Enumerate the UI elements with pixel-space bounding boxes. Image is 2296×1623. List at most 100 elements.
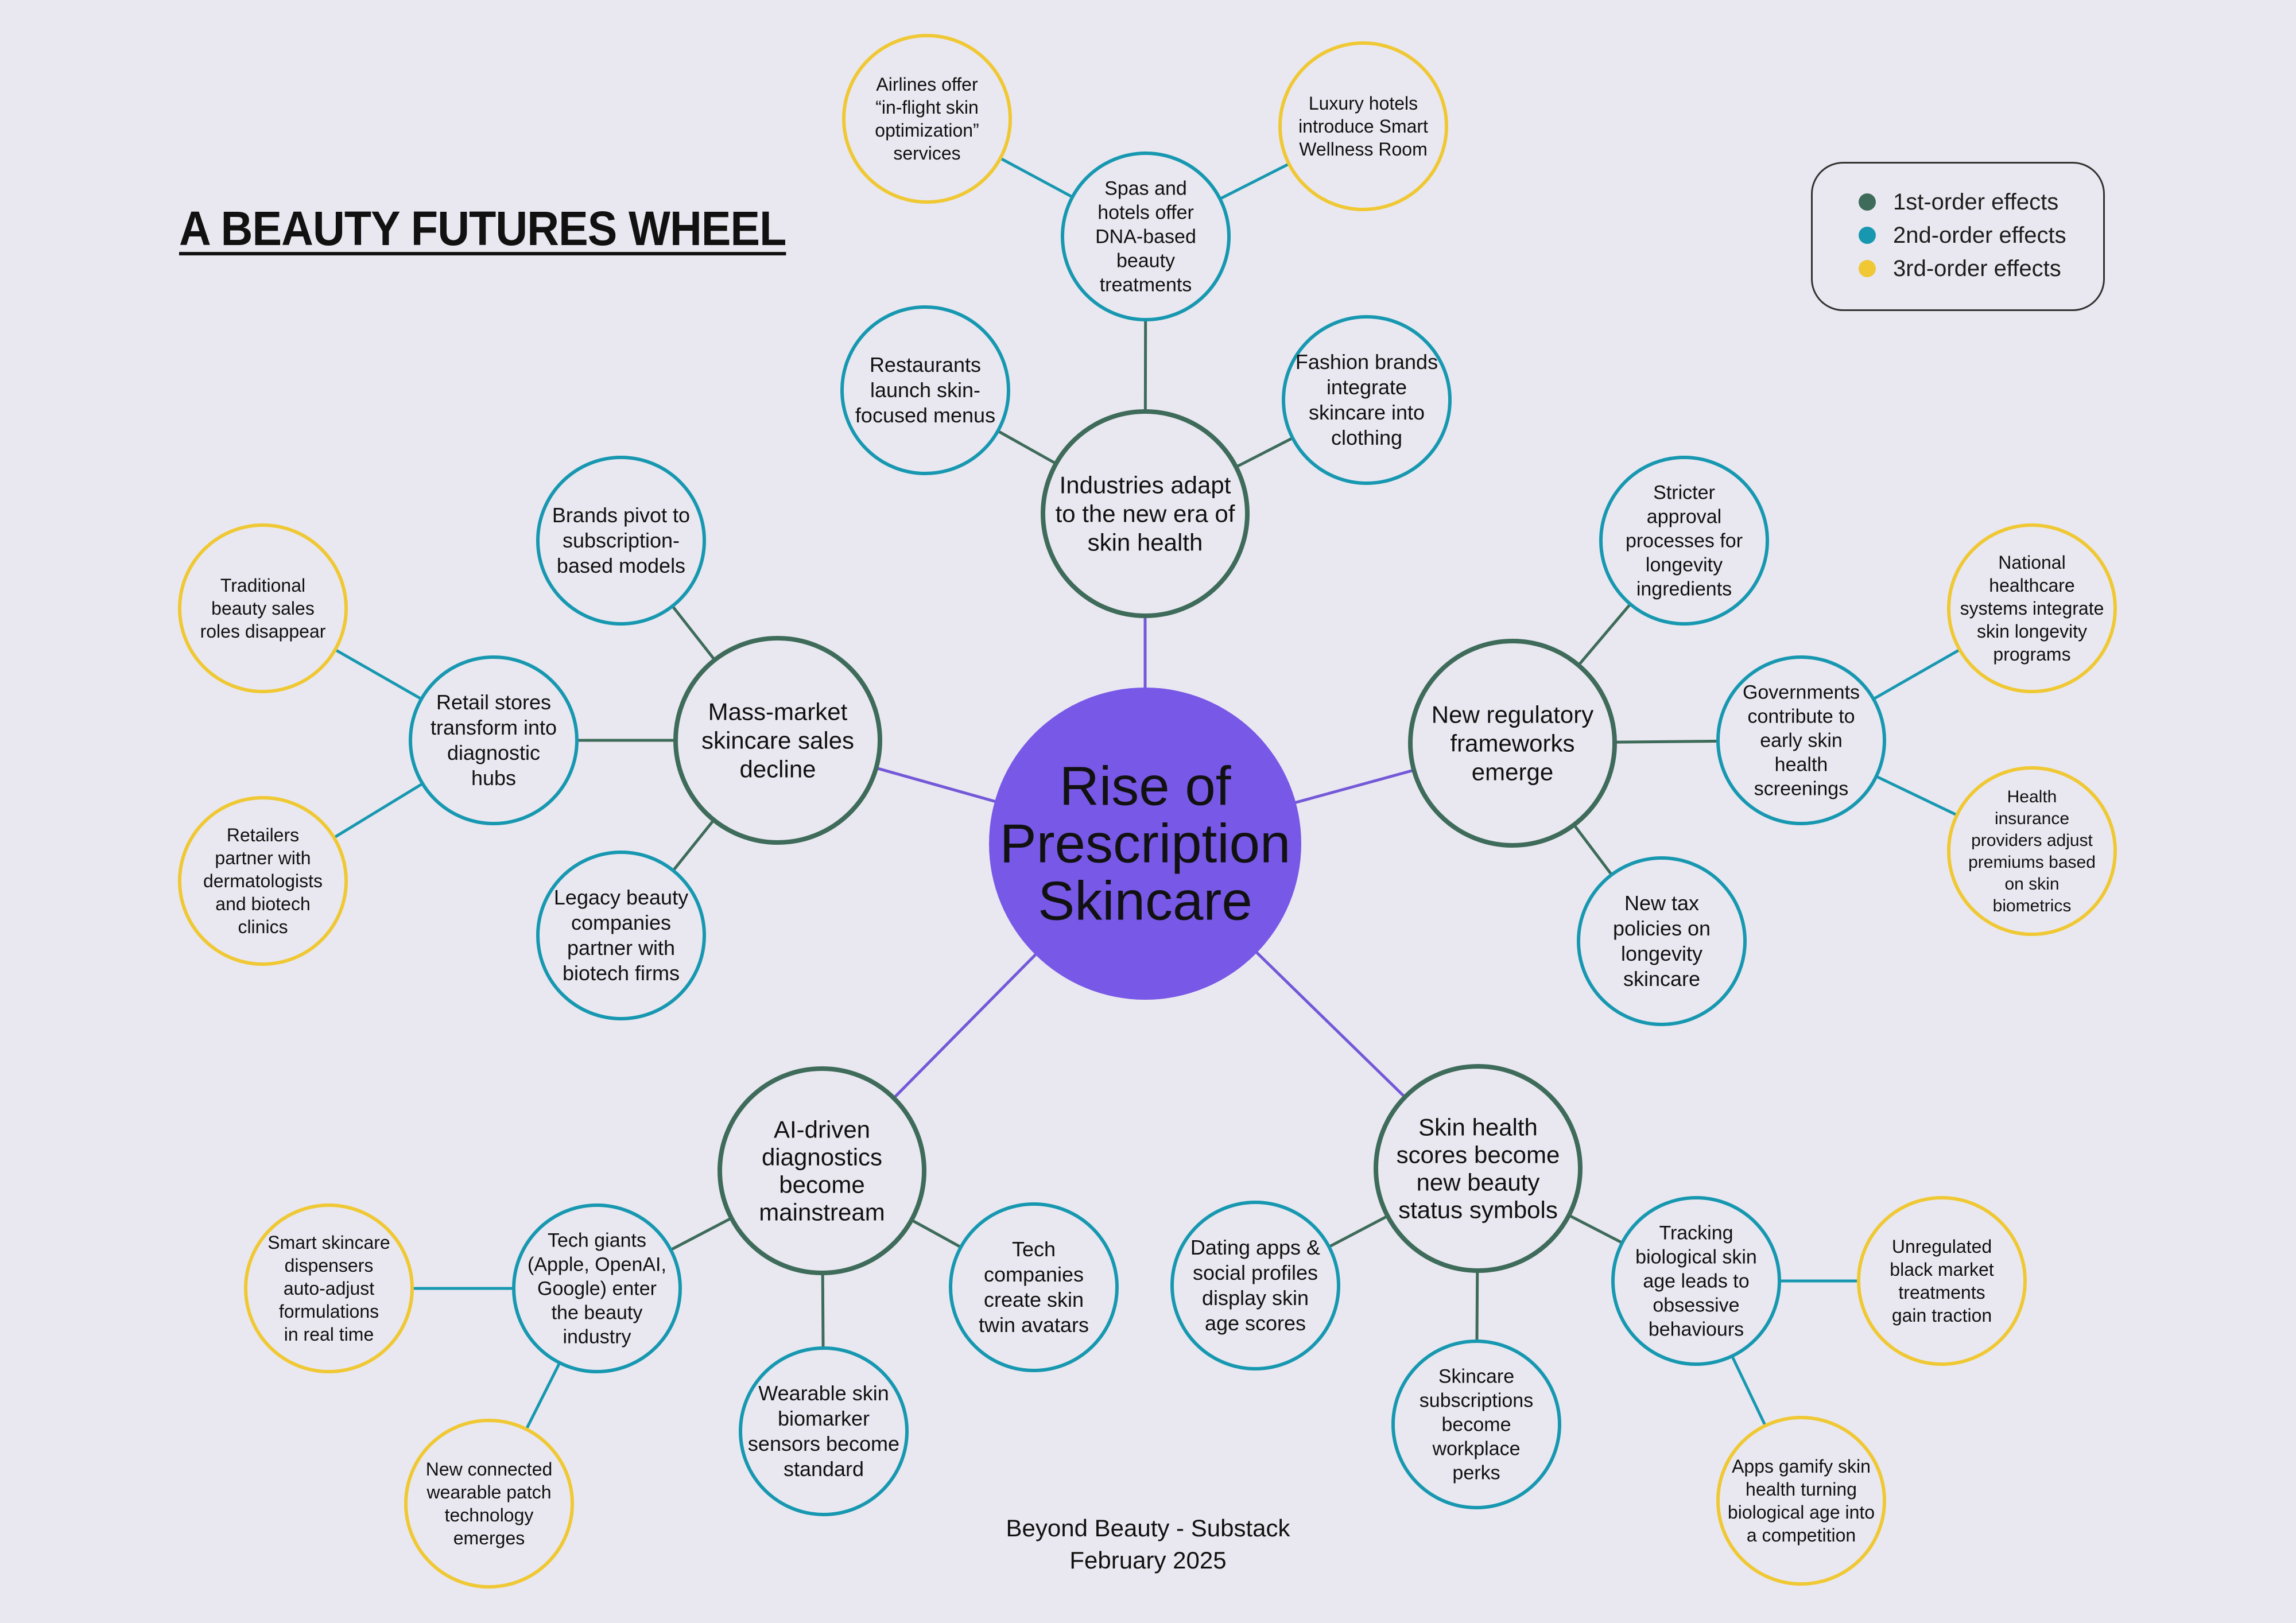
page-title: A BEAUTY FUTURES WHEEL [179,201,786,255]
second-order-node-industries-3-circle [1282,315,1452,485]
legend-item-second-order: 2nd-order effects [1859,219,2103,252]
second-order-node-ai-diagnostics-1-circle [512,1203,682,1373]
second-order-node-regulatory-2-circle [1716,655,1886,825]
second-order-node-mass-market-2-circle [409,655,579,825]
legend-label: 2nd-order effects [1893,222,2066,248]
third-order-node-industries-1-2-circle [1278,41,1448,211]
second-order-node-ai-diagnostics-2-circle [739,1346,909,1516]
center-node-circle [989,688,1301,1000]
second-order-node-mass-market-3-circle [536,851,706,1020]
first-order-node-industries-circle [1041,409,1250,618]
second-order-node-industries-2-circle [840,305,1010,475]
legend-item-first-order: 1st-order effects [1859,185,2103,219]
legend-item-third-order: 3rd-order effects [1859,252,2103,285]
third-order-node-ai-diagnostics-1-2-circle [404,1419,574,1589]
legend-swatch-second-order [1859,227,1876,244]
third-order-node-regulatory-2-1-circle [1947,523,2117,693]
legend-label: 1st-order effects [1893,189,2059,215]
second-order-node-industries-1-circle [1061,152,1231,321]
second-order-node-skin-scores-2-circle [1391,1339,1561,1509]
legend-swatch-third-order [1859,260,1876,277]
first-order-node-mass-market-circle [673,636,882,845]
legend: 1st-order effects 2nd-order effects 3rd-… [1811,162,2105,311]
first-order-node-regulatory-circle [1408,639,1617,848]
first-order-node-ai-diagnostics-circle [718,1066,926,1275]
footer-source: Beyond Beauty - Substack [1006,1515,1290,1542]
second-order-node-skin-scores-1-circle [1170,1201,1340,1370]
second-order-node-regulatory-3-circle [1577,856,1747,1026]
third-order-node-industries-1-1-circle [842,34,1012,204]
third-order-node-skin-scores-3-1-circle [1857,1196,2027,1366]
first-order-node-skin-scores-circle [1374,1064,1583,1273]
footer-credit: Beyond Beauty - Substack February 2025 [976,1512,1320,1577]
third-order-node-mass-market-2-1-circle [178,523,348,693]
legend-swatch-first-order [1859,193,1876,211]
second-order-node-ai-diagnostics-3-circle [949,1202,1119,1372]
third-order-node-mass-market-2-2-circle [178,796,348,966]
third-order-node-ai-diagnostics-1-1-circle [244,1203,414,1373]
second-order-node-skin-scores-3-circle [1611,1196,1781,1366]
footer-date: February 2025 [1069,1547,1227,1574]
legend-label: 3rd-order effects [1893,255,2061,281]
second-order-node-mass-market-1-circle [536,456,706,626]
